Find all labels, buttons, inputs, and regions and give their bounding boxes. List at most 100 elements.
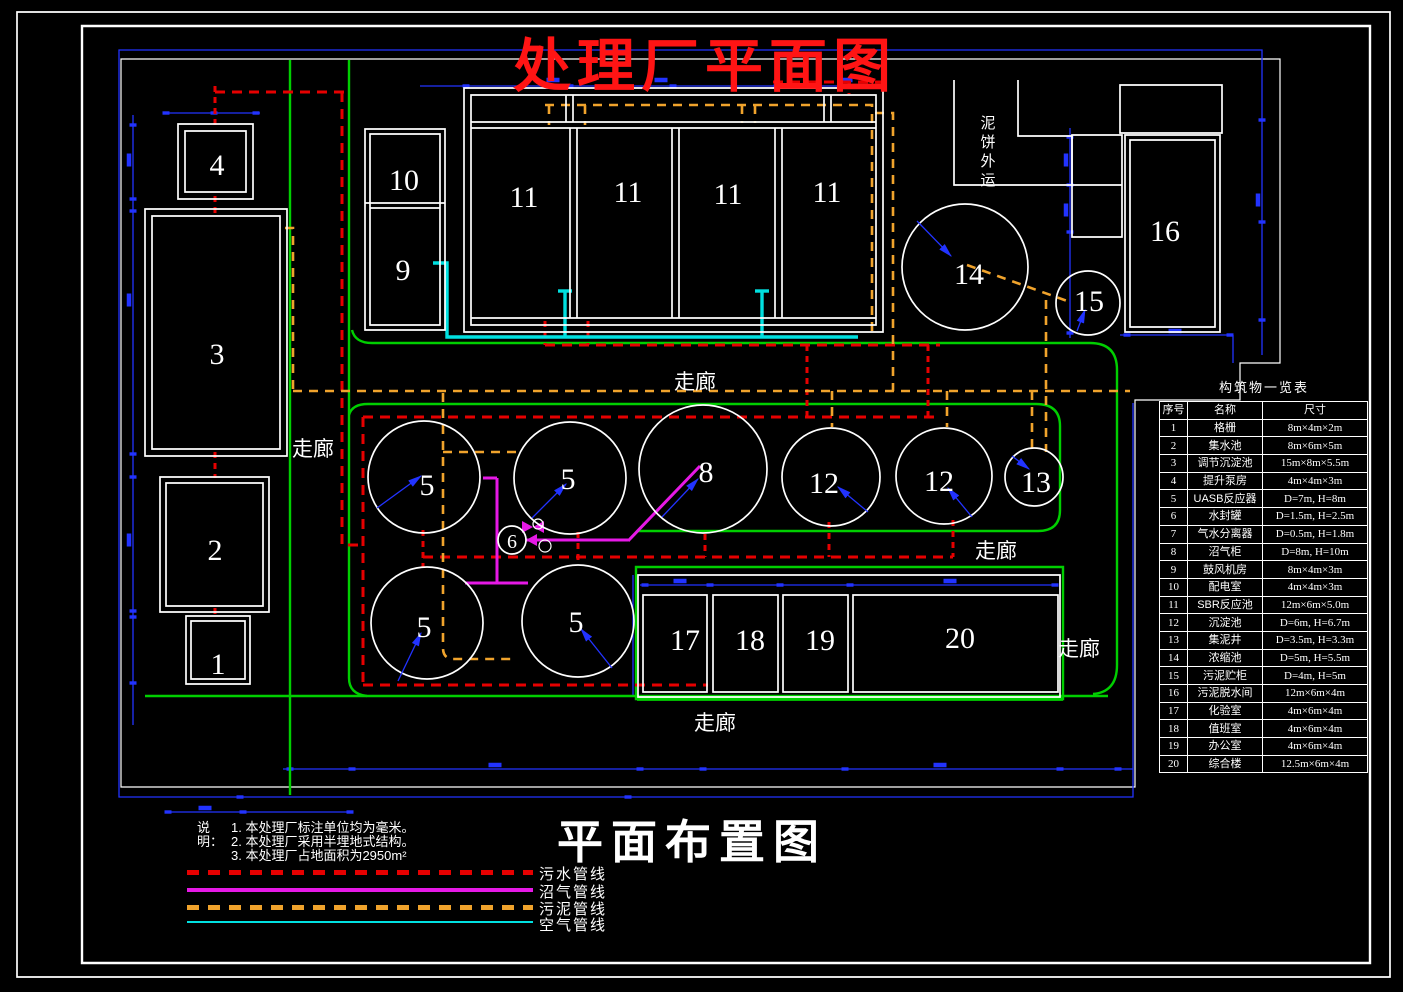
table-cell: D=7m, H=8m <box>1262 489 1368 509</box>
table-header: 尺寸 <box>1262 401 1368 420</box>
table-cell: 2 <box>1159 436 1188 456</box>
unit-label-19: 19 <box>805 624 835 657</box>
unit-label-13: 13 <box>1021 466 1051 499</box>
dimension-tick <box>1063 153 1069 167</box>
dimension-tick <box>236 795 244 799</box>
table-cell: 配电室 <box>1187 577 1263 597</box>
unit-label-20: 20 <box>945 622 975 655</box>
dimension-tick <box>846 583 854 587</box>
dimension-tick <box>1168 328 1182 334</box>
label-leaders <box>377 221 1085 681</box>
table-cell: 4m×6m×4m <box>1262 719 1368 739</box>
dimension-tick <box>706 583 714 587</box>
corridor-label: 走廊 <box>975 540 1017 563</box>
dimension-tick <box>673 578 687 584</box>
mud-cake-label: 泥饼外运 <box>980 115 995 189</box>
table-cell: 8m×4m×3m <box>1262 560 1368 579</box>
table-cell: 8m×4m×2m <box>1262 418 1368 438</box>
dimension-tick <box>348 767 356 771</box>
dimension-tick <box>462 84 470 88</box>
table-cell: 5 <box>1159 489 1188 509</box>
table-cell: 7 <box>1159 524 1188 544</box>
dimension-tick <box>839 77 853 83</box>
dimension-tick <box>129 615 137 619</box>
table-cell: 综合楼 <box>1187 754 1263 774</box>
table-cell: 19 <box>1159 737 1188 756</box>
unit-label-5: 5 <box>561 463 576 496</box>
table-cell: 提升泵房 <box>1187 471 1263 491</box>
unit-label-3: 3 <box>210 338 225 371</box>
valve-icon <box>522 521 533 533</box>
dimension-tick <box>252 111 260 115</box>
dimension-tick <box>699 767 707 771</box>
unit-label-12: 12 <box>809 467 839 500</box>
dimension-tick <box>129 475 137 479</box>
dimension-tick <box>126 293 132 307</box>
unit-label-15: 15 <box>1074 285 1104 318</box>
unit-label-16: 16 <box>1150 215 1180 248</box>
dimension-tick <box>1063 203 1069 217</box>
table-cell: 6 <box>1159 507 1188 526</box>
buildings <box>145 80 1222 697</box>
unit-label-9: 9 <box>396 254 411 287</box>
corridor-label: 走廊 <box>674 371 716 394</box>
dimension-tick <box>1066 230 1074 234</box>
table-cell: 气水分离器 <box>1187 524 1263 544</box>
table-cell: 值班室 <box>1187 719 1263 739</box>
table-cell: 格栅 <box>1187 418 1263 438</box>
table-cell: D=3.5m, H=3.3m <box>1262 630 1368 650</box>
dimension-tick <box>636 767 644 771</box>
table-cell: 18 <box>1159 719 1188 739</box>
unit-label-8: 8 <box>699 456 714 489</box>
table-cell: D=5m, H=5.5m <box>1262 648 1368 668</box>
unit-label-1: 1 <box>211 648 226 681</box>
dimension-tick <box>1258 318 1266 322</box>
note-line: 2. 本处理厂采用半埋地式结构。 <box>231 834 415 849</box>
corridor-label: 走廊 <box>1058 638 1100 661</box>
dimension-tick <box>1066 331 1074 335</box>
notes-lines: 1. 本处理厂标注单位均为毫米。2. 本处理厂采用半埋地式结构。3. 本处理厂占… <box>231 821 561 863</box>
valve-icon <box>533 521 544 533</box>
unit-label-10: 10 <box>389 164 419 197</box>
dimension-tick <box>129 197 137 201</box>
table-cell: D=4m, H=5m <box>1262 666 1368 685</box>
dimension-tick <box>669 84 677 88</box>
table-cell: 12m×6m×5.0m <box>1262 595 1368 615</box>
unit-label-5: 5 <box>417 611 432 644</box>
table-cell: 8 <box>1159 542 1188 562</box>
table-cell: 调节沉淀池 <box>1187 454 1263 473</box>
dimension-tick <box>129 609 137 613</box>
dimension-tick <box>773 84 781 88</box>
dimension-tick <box>126 533 132 547</box>
sheet-frame <box>17 12 1390 977</box>
table-cell: 污泥贮柜 <box>1187 666 1263 685</box>
table-cell: 16 <box>1159 684 1188 703</box>
corridor-label: 走廊 <box>292 438 334 461</box>
dimension-tick <box>1051 583 1059 587</box>
table-cell: 20 <box>1159 754 1188 774</box>
table-header: 序号 <box>1159 401 1188 420</box>
dimension-tick <box>198 805 212 811</box>
unit-label-11: 11 <box>510 181 539 214</box>
table-cell: D=0.5m, H=1.8m <box>1262 524 1368 544</box>
dimension-tick <box>346 810 354 814</box>
table-cell: 4m×4m×3m <box>1262 577 1368 597</box>
table-cell: 水封罐 <box>1187 507 1263 526</box>
